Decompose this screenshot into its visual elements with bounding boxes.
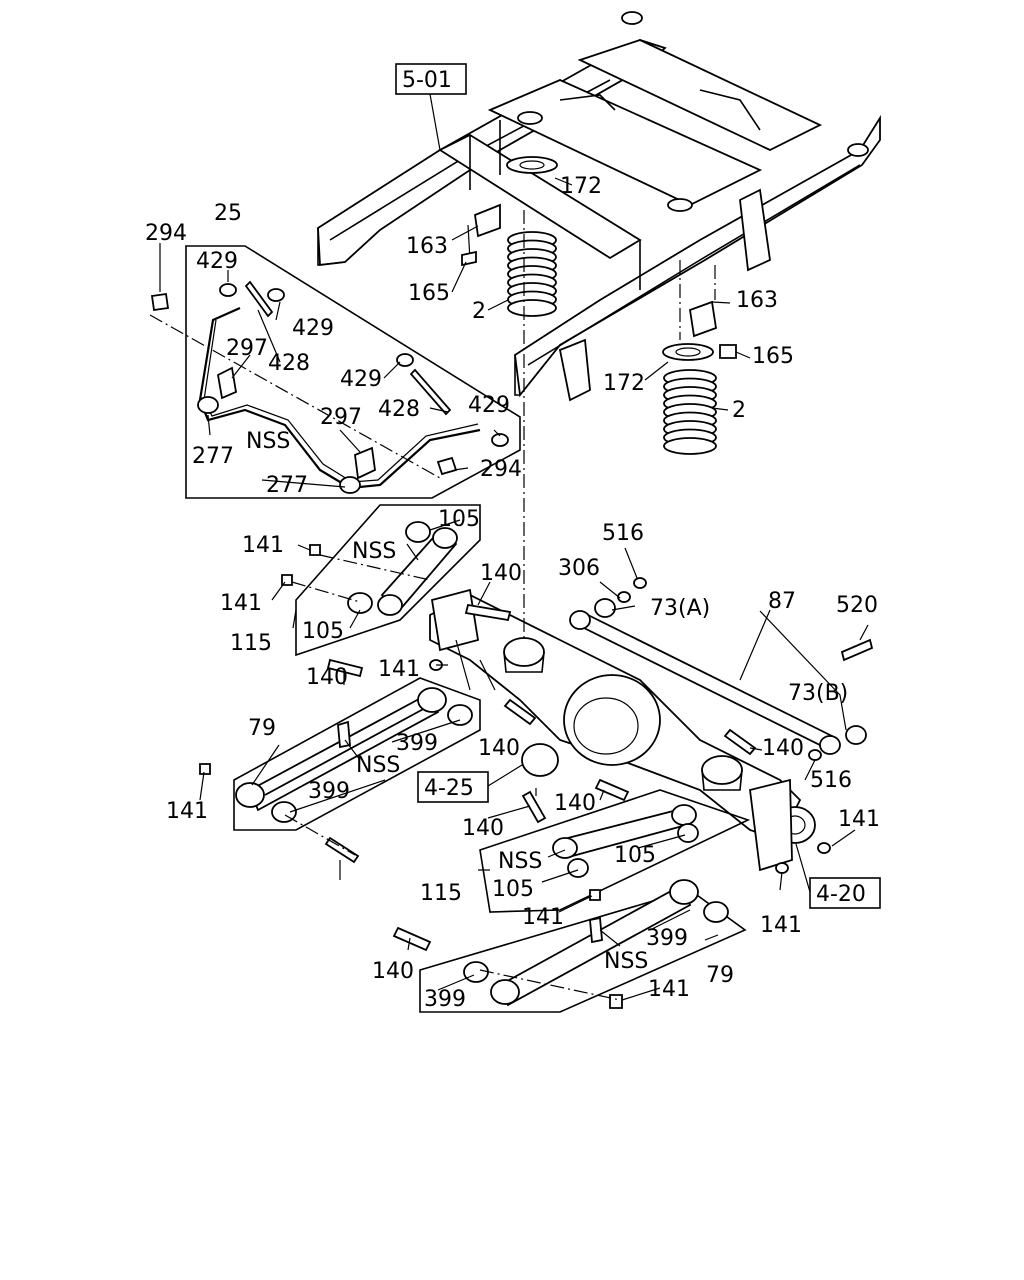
label-105: 105 [492, 877, 534, 902]
coil-spring-right [662, 343, 717, 455]
bracket-163-right [688, 300, 737, 359]
label-79: 79 [248, 716, 276, 741]
label-172: 172 [560, 174, 602, 199]
label-141: 141 [220, 591, 262, 616]
label-516: 516 [602, 521, 644, 546]
label-163: 163 [406, 234, 448, 259]
label-nss: NSS [498, 849, 542, 874]
label-2: 2 [472, 299, 486, 324]
leader-lines [159, 177, 869, 1001]
label-2: 2 [732, 398, 746, 423]
label-115: 115 [230, 631, 272, 656]
coil-spring-left [506, 156, 558, 317]
label-105: 105 [614, 843, 656, 868]
label-399: 399 [646, 926, 688, 951]
label-429: 429 [196, 249, 238, 274]
label-306: 306 [558, 556, 600, 581]
stabilizer-group-box [185, 245, 521, 499]
ref-label-4-25: 4-25 [424, 776, 474, 801]
label-141: 141 [522, 905, 564, 930]
part-labels: 172 163 165 2 163 165 172 2 294 25 429 4… [145, 174, 880, 1012]
lower-link-group-box [479, 789, 751, 913]
lower-arm-79-left [199, 677, 481, 831]
label-140: 140 [462, 816, 504, 841]
label-428: 428 [378, 397, 420, 422]
lower-arm-79-right [419, 879, 747, 1013]
ref-box-4-25: 4-25 [417, 764, 523, 803]
label-140: 140 [762, 736, 804, 761]
label-294: 294 [145, 221, 187, 246]
label-165: 165 [408, 281, 450, 306]
label-520: 520 [836, 593, 878, 618]
label-87: 87 [768, 589, 796, 614]
label-297: 297 [226, 336, 268, 361]
label-429: 429 [292, 316, 334, 341]
label-140: 140 [372, 959, 414, 984]
lateral-rod-87 [569, 577, 874, 761]
label-105: 105 [438, 507, 480, 532]
label-140: 140 [306, 665, 348, 690]
bolts-140 [324, 603, 831, 952]
ref-box-4-20: 4-20 [795, 843, 881, 909]
label-140: 140 [480, 561, 522, 586]
label-nss: NSS [352, 539, 396, 564]
label-165: 165 [752, 344, 794, 369]
label-429: 429 [468, 393, 510, 418]
stabilizer-bar [150, 280, 509, 494]
label-399: 399 [424, 987, 466, 1012]
label-115: 115 [420, 881, 462, 906]
label-399: 399 [308, 779, 350, 804]
ref-label-5-01: 5-01 [402, 68, 452, 93]
assembly-lines [149, 210, 716, 1001]
label-nss: NSS [246, 429, 290, 454]
frame-chassis [317, 11, 881, 402]
label-73b: 73(B) [788, 681, 848, 706]
label-297: 297 [320, 405, 362, 430]
ref-label-4-20: 4-20 [816, 882, 866, 907]
label-105: 105 [302, 619, 344, 644]
label-294: 294 [480, 457, 522, 482]
upper-control-link [281, 521, 458, 616]
label-141: 141 [378, 657, 420, 682]
label-429: 429 [340, 367, 382, 392]
label-163: 163 [736, 288, 778, 313]
ref-box-5-01: 5-01 [395, 63, 467, 151]
label-172: 172 [603, 371, 645, 396]
label-399: 399 [396, 731, 438, 756]
label-140: 140 [554, 791, 596, 816]
label-141: 141 [166, 799, 208, 824]
label-79: 79 [706, 963, 734, 988]
label-73a: 73(A) [650, 596, 710, 621]
label-141: 141 [760, 913, 802, 938]
label-nss: NSS [604, 949, 648, 974]
label-141: 141 [242, 533, 284, 558]
lower-control-link [552, 804, 699, 901]
label-25: 25 [214, 201, 242, 226]
label-nss: NSS [356, 753, 400, 778]
spring-coil [507, 299, 557, 317]
label-428: 428 [268, 351, 310, 376]
upper-link-group-box [295, 504, 481, 657]
label-141: 141 [648, 977, 690, 1002]
bracket-163-left [461, 203, 501, 267]
label-140: 140 [478, 736, 520, 761]
spring-coil [663, 437, 717, 455]
rear-axle-housing [429, 588, 816, 872]
label-516: 516 [810, 768, 852, 793]
label-277: 277 [192, 444, 234, 469]
label-277: 277 [266, 473, 308, 498]
label-141: 141 [838, 807, 880, 832]
